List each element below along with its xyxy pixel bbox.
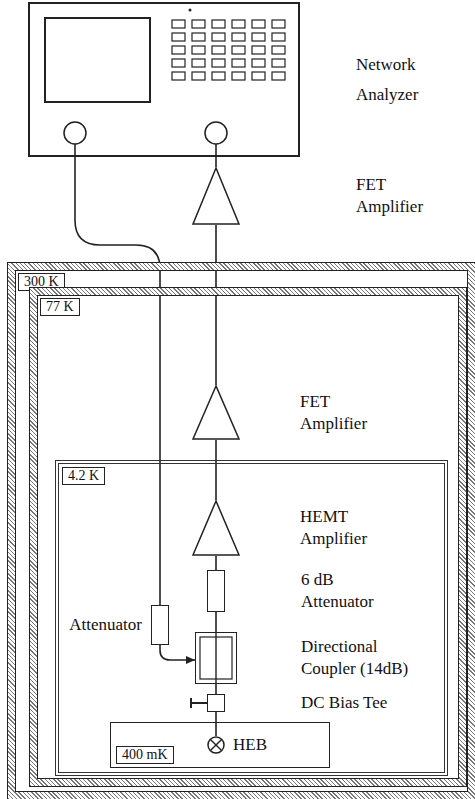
- component-label: Directional Coupler (14dB): [301, 636, 421, 680]
- cable-line: [75, 157, 160, 605]
- keypad-key: [272, 20, 285, 28]
- cable-line: [215, 612, 217, 632]
- mixer-circle: [208, 737, 224, 753]
- keypad-key: [172, 46, 185, 54]
- dc-port-cap: [190, 698, 192, 708]
- amplifier-symbol: [192, 167, 240, 225]
- cable-line: [215, 684, 217, 694]
- keypad-key: [172, 59, 185, 67]
- keypad-key: [252, 59, 265, 67]
- heb-mixer: HEB: [207, 736, 225, 754]
- keypad-key: [192, 59, 205, 67]
- keypad-key: [212, 46, 225, 54]
- stage-temperature-label: 4.2 K: [62, 467, 105, 485]
- attenuator-symbol: 6 dB Attenuator: [207, 570, 225, 612]
- dc-port-stub: [191, 702, 208, 704]
- through-line: [215, 633, 216, 683]
- port-connector: [205, 122, 227, 144]
- keypad-key: [212, 72, 225, 80]
- keypad-key: [172, 33, 185, 41]
- bias-tee: DC Bias Tee: [207, 694, 225, 712]
- coax-cable: [75, 157, 160, 605]
- component-label: HEMT Amplifier: [300, 506, 385, 550]
- component-label: HEB: [233, 734, 267, 756]
- mixer-cross: [210, 739, 221, 750]
- stage-temperature-label: 400 mK: [116, 746, 174, 764]
- cable-line: [215, 157, 217, 167]
- coupler-drawing: [196, 633, 236, 683]
- keypad-key: [192, 46, 205, 54]
- stage-temperature-label: 77 K: [40, 298, 80, 316]
- keypad-key: [192, 33, 205, 41]
- attenuator-symbol: Attenuator: [151, 605, 169, 645]
- coax-cable: [160, 645, 195, 664]
- keypad-key: [192, 72, 205, 80]
- coax-cable: [216, 440, 217, 500]
- keypad-key: [272, 33, 285, 41]
- port-connector: [64, 122, 86, 144]
- keypad-key: [192, 20, 205, 28]
- keypad-key: [252, 46, 265, 54]
- cable-stub: [74, 144, 76, 157]
- coax-cable: [216, 157, 217, 167]
- temperature-stage: 300 K 77 K FET Amplifier 4.2 K HEMT Amplifie…: [8, 263, 475, 799]
- amplifier-triangle: [193, 501, 239, 555]
- keypad-key: [172, 20, 185, 28]
- cable-line: [215, 225, 217, 385]
- cable-line: [215, 440, 217, 500]
- keypad-key: [272, 46, 285, 54]
- directional-coupler: Directional Coupler (14dB): [195, 632, 237, 684]
- keypad-key: [232, 33, 245, 41]
- fet-amplifier: FET Amplifier: [192, 167, 240, 225]
- component-label: Attenuator: [69, 614, 142, 636]
- mixer-cross: [210, 739, 221, 750]
- cable-line: [215, 712, 217, 736]
- keypad-key: [252, 20, 265, 28]
- keypad-key: [232, 20, 245, 28]
- cable-stub: [215, 144, 217, 157]
- network-analyzer: Network Analyzer: [28, 2, 300, 157]
- component-label: 6 dB Attenuator: [301, 569, 386, 613]
- fet-amplifier: FET Amplifier: [192, 385, 240, 440]
- temperature-stage: 400 mK HEB: [110, 722, 330, 768]
- keypad-key: [232, 72, 245, 80]
- coax-cable: [216, 712, 217, 736]
- bias-tee-drawing: [208, 695, 224, 711]
- component-label: FET Amplifier: [300, 391, 385, 435]
- coax-cable: [216, 684, 217, 694]
- stage-temperature-label: 300 K: [18, 273, 65, 291]
- component-label: FET Amplifier: [356, 174, 441, 218]
- temperature-stage: 4.2 K HEMT Amplifier 6 dB AttenuatorAttenu…: [55, 460, 448, 776]
- coax-cable: [216, 225, 217, 385]
- heb-symbol: [207, 736, 225, 754]
- instrument-screen: [45, 18, 150, 102]
- keypad-key: [172, 72, 185, 80]
- amplifier-symbol: [192, 385, 240, 440]
- keypad-key: [212, 59, 225, 67]
- keypad-key: [252, 33, 265, 41]
- keypad-key: [272, 72, 285, 80]
- keypad-key: [232, 46, 245, 54]
- network-analyzer-drawing: [28, 2, 300, 157]
- amplifier-triangle: [193, 386, 239, 439]
- keypad-key: [232, 59, 245, 67]
- component-label: Network Analyzer: [356, 50, 436, 110]
- indicator-dot: [189, 9, 192, 12]
- temperature-stage: 77 K FET Amplifier 4.2 K HEMT Amplifier 6 dB…: [30, 288, 466, 786]
- coax-cable: [216, 556, 217, 570]
- hemt-amplifier: HEMT Amplifier: [192, 500, 240, 556]
- keypad-key: [252, 72, 265, 80]
- keypad-key: [272, 59, 285, 67]
- keypad-key: [212, 33, 225, 41]
- amplifier-symbol: [192, 500, 240, 556]
- component-label: DC Bias Tee: [301, 692, 421, 714]
- arrowhead: [186, 656, 195, 664]
- keypad-key: [212, 20, 225, 28]
- coax-cable: [216, 612, 217, 632]
- amplifier-triangle: [193, 168, 239, 224]
- instrument-case: [29, 3, 299, 156]
- cable-line: [215, 556, 217, 570]
